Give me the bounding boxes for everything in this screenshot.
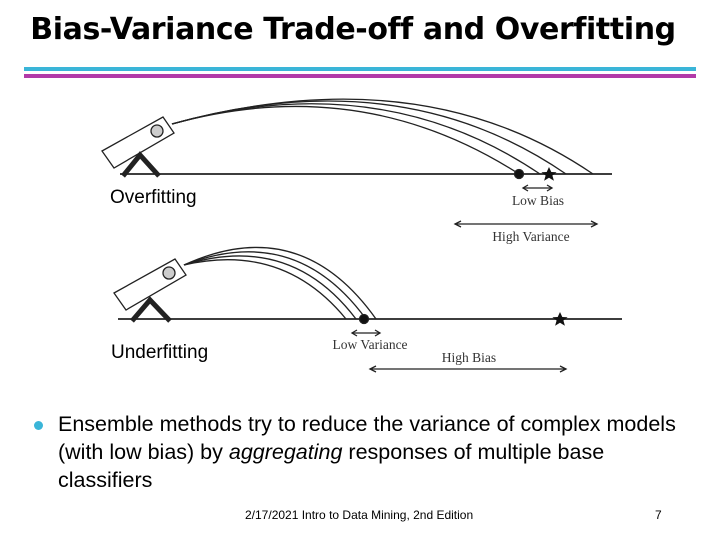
top-high-variance-arrow	[453, 220, 599, 228]
ensemble-bullet: Ensemble methods try to reduce the varia…	[58, 410, 683, 494]
top-trajectories	[171, 98, 594, 175]
underfitting-caption: Underfitting	[111, 342, 209, 363]
bullet-dot-icon	[34, 421, 43, 430]
footer-text: 2/17/2021 Intro to Data Mining, 2nd Edit…	[245, 508, 474, 522]
overfitting-caption: Overfitting	[110, 187, 197, 208]
top-target-star-icon	[541, 167, 557, 181]
bottom-cannon-icon	[113, 258, 187, 323]
bottom-mean-shot-icon	[358, 313, 370, 325]
low-bias-label: Low Bias	[512, 193, 564, 208]
bottom-high-bias-arrow	[368, 365, 568, 373]
top-mean-shot-icon	[513, 168, 525, 180]
title-rule-cyan	[24, 67, 696, 71]
high-variance-label: High Variance	[492, 229, 569, 244]
bottom-trajectories	[183, 246, 377, 320]
page-number: 7	[655, 508, 662, 522]
title-rule-purple	[24, 74, 696, 78]
low-variance-label: Low Variance	[332, 337, 407, 352]
top-cannon-icon	[101, 116, 175, 178]
high-bias-label: High Bias	[442, 350, 496, 365]
bullet-text-after: responses of multiple base classifiers	[58, 440, 605, 492]
bullet-emphasis: aggregating	[228, 440, 343, 464]
slide-title: Bias-Variance Trade-off and Overfitting	[30, 12, 676, 47]
top-low-bias-arrow	[521, 184, 554, 192]
bullet-text-before: Ensemble methods try to reduce the varia…	[58, 412, 676, 464]
bottom-low-variance-arrow	[350, 329, 382, 337]
bottom-target-star-icon	[552, 312, 568, 326]
